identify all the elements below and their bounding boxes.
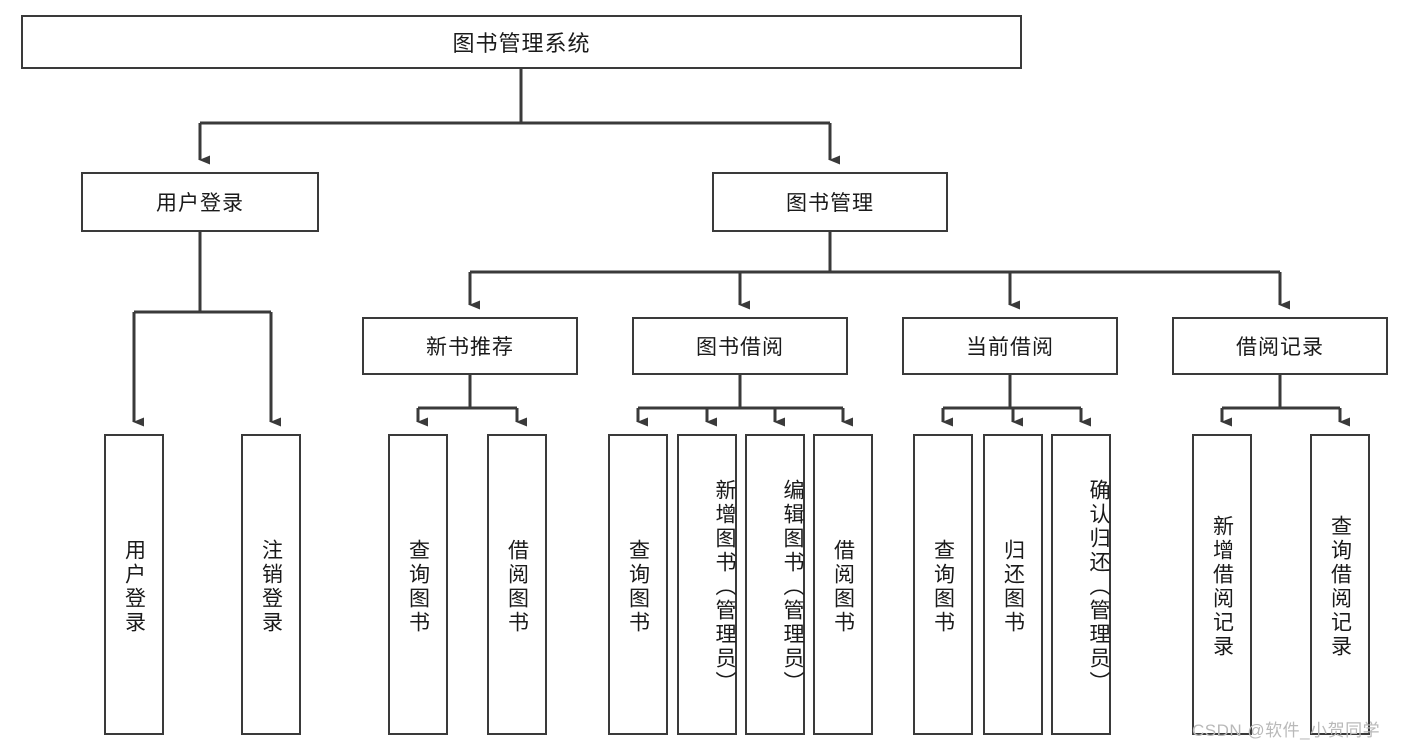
- node-leaf-logout[interactable]: 注销登录: [241, 434, 301, 735]
- node-leaf-return-book[interactable]: 归还图书: [983, 434, 1043, 735]
- node-current-borrow[interactable]: 当前借阅: [902, 317, 1118, 375]
- node-leaf-add-book[interactable]: 新增图书（管理员）: [677, 434, 737, 735]
- node-leaf-query-book-cur[interactable]: 查询图书: [913, 434, 973, 735]
- node-borrow-record[interactable]: 借阅记录: [1172, 317, 1388, 375]
- node-book-manage[interactable]: 图书管理: [712, 172, 948, 232]
- node-leaf-confirm-return[interactable]: 确认归还（管理员）: [1051, 434, 1111, 735]
- node-leaf-query-record[interactable]: 查询借阅记录: [1310, 434, 1370, 735]
- csdn-watermark: CSDN @软件_小贺同学: [1192, 721, 1381, 740]
- node-root[interactable]: 图书管理系统: [21, 15, 1022, 69]
- node-leaf-borrow-book-rec[interactable]: 借阅图书: [487, 434, 547, 735]
- node-leaf-add-record[interactable]: 新增借阅记录: [1192, 434, 1252, 735]
- node-book-borrow[interactable]: 图书借阅: [632, 317, 848, 375]
- node-leaf-query-book-borrow[interactable]: 查询图书: [608, 434, 668, 735]
- node-new-book-rec[interactable]: 新书推荐: [362, 317, 578, 375]
- node-leaf-query-book-rec[interactable]: 查询图书: [388, 434, 448, 735]
- node-user-login[interactable]: 用户登录: [81, 172, 319, 232]
- node-leaf-borrow-book[interactable]: 借阅图书: [813, 434, 873, 735]
- node-leaf-edit-book[interactable]: 编辑图书（管理员）: [745, 434, 805, 735]
- node-leaf-user-login[interactable]: 用户登录: [104, 434, 164, 735]
